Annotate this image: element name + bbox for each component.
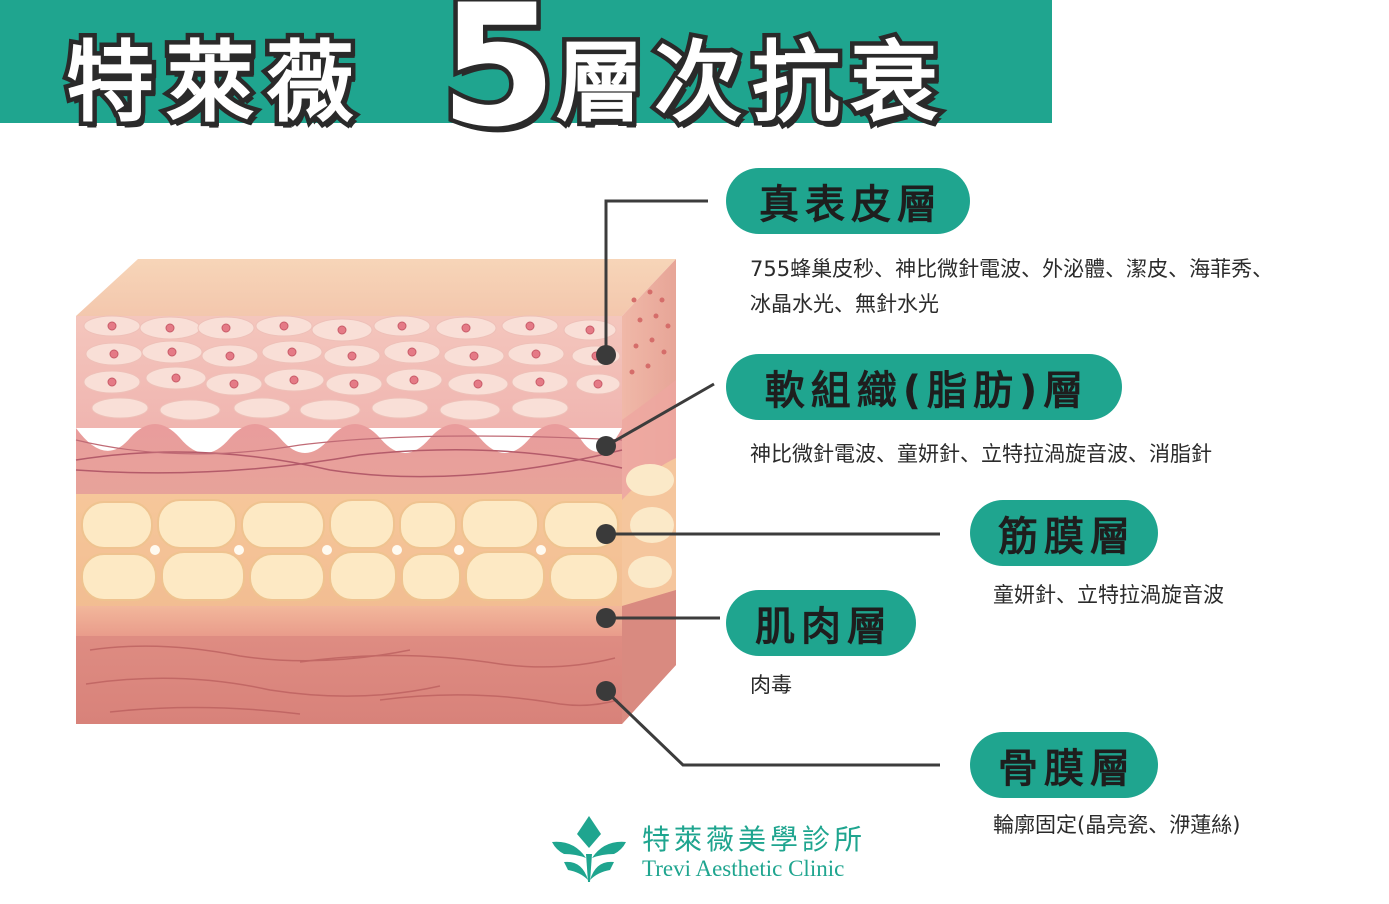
treatments-dermis: 755蜂巢皮秒、神比微針電波、外泌體、潔皮、海菲秀、 冰晶水光、無針水光 xyxy=(750,252,1273,322)
treatments-dermis-line-1: 755蜂巢皮秒、神比微針電波、外泌體、潔皮、海菲秀、 xyxy=(750,257,1274,281)
layer-pill-muscle: 肌肉層 xyxy=(726,590,916,656)
fat-cells xyxy=(81,499,619,601)
fascia-layer xyxy=(76,606,622,636)
treatments-muscle: 肉毒 xyxy=(750,673,792,697)
treatments-periosteum: 輪廓固定(晶亮瓷、洢蓮絲) xyxy=(993,813,1241,837)
skin-top-surface xyxy=(76,259,676,316)
title-brand: 特萊薇 xyxy=(61,27,367,139)
layer-pill-dermis: 真表皮層 xyxy=(726,168,970,234)
dermis-wave-layer xyxy=(76,424,622,494)
treatments-dermis-line-2: 冰晶水光、無針水光 xyxy=(750,292,939,316)
clinic-lotus-logo-icon xyxy=(552,816,626,882)
title-subject: 層次抗衰 xyxy=(551,27,949,139)
layer-pill-soft-tissue: 軟組織(脂肪)層 xyxy=(726,354,1122,420)
layer-pill-periosteum: 骨膜層 xyxy=(970,732,1158,798)
treatments-soft-tissue: 神比微針電波、童妍針、立特拉渦旋音波、消脂針 xyxy=(750,442,1212,466)
title-banner xyxy=(0,0,1052,123)
epidermis-cells xyxy=(83,315,621,421)
layer-pill-fascia: 筋膜層 xyxy=(970,500,1158,566)
clinic-name-cn: 特萊薇美學診所 xyxy=(642,823,867,856)
muscle-layer xyxy=(76,636,622,724)
layer-markers xyxy=(596,345,616,701)
leader-lines xyxy=(604,199,940,767)
title-number: 5 xyxy=(436,0,562,169)
clinic-name-en: Trevi Aesthetic Clinic xyxy=(642,856,845,881)
treatments-fascia: 童妍針、立特拉渦旋音波 xyxy=(993,583,1224,607)
